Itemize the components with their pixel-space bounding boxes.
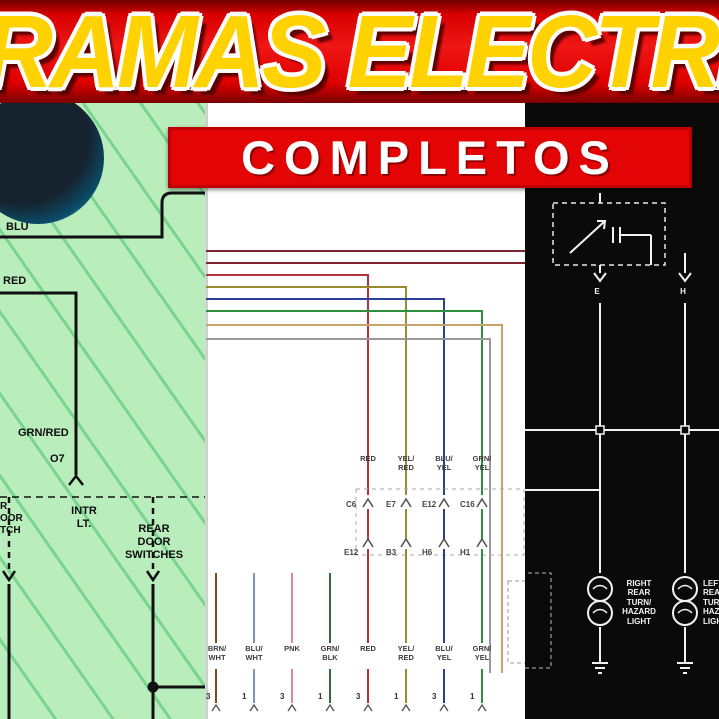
middle-diagram-panel: C6 E7 E12 C16 E12 B3 H6 H1 3 1 3 1 3 1 3… xyxy=(205,103,525,719)
pin-label-h: H xyxy=(680,287,686,296)
svg-text:1: 1 xyxy=(318,692,323,701)
left-edge-cut-box xyxy=(525,572,552,669)
right-diagram-panel: E H RIGHT REAR TURN/ HAZARD LIGHT LEFT R… xyxy=(525,103,719,719)
junction-dot xyxy=(147,681,159,693)
svg-text:E12: E12 xyxy=(344,548,359,557)
wire-label-grn-yel-top: GRN/ YEL xyxy=(472,454,492,472)
svg-text:C6: C6 xyxy=(346,500,357,509)
svg-text:1: 1 xyxy=(470,692,475,701)
wire-label-grn-blk: GRN/ BLK xyxy=(320,644,340,662)
svg-text:1: 1 xyxy=(394,692,399,701)
wire-label-yel-red-bot: YEL/ RED xyxy=(397,644,415,662)
wire-label-blu-yel-bot: BLU/ YEL xyxy=(435,644,453,662)
bulb-right-rear xyxy=(587,576,613,626)
svg-text:1: 1 xyxy=(242,692,247,701)
svg-text:C16: C16 xyxy=(460,500,475,509)
label-left-cutoff: R OOR TCH xyxy=(0,501,23,536)
svg-text:3: 3 xyxy=(206,692,211,701)
middle-diagram-svg: C6 E7 E12 C16 E12 B3 H6 H1 3 1 3 1 3 1 3… xyxy=(206,103,525,719)
top-banner: GRAMAS ELECTRIC xyxy=(0,0,719,103)
connector-dashed-box xyxy=(355,488,525,556)
label-right-rear-turn-hazard-light: RIGHT REAR TURN/ HAZARD LIGHT xyxy=(622,579,656,626)
left-wiring-lines xyxy=(0,191,205,719)
relay-dashed-box xyxy=(552,202,666,266)
left-diagram-svg xyxy=(0,191,205,719)
pin-label-e: E xyxy=(594,287,600,296)
connector-drop-wires xyxy=(367,509,483,603)
wire-label-pnk: PNK xyxy=(284,644,300,653)
middle-wire-bundle xyxy=(206,250,525,673)
connector-id-labels: C6 E7 E12 C16 E12 B3 H6 H1 xyxy=(344,500,475,557)
svg-text:3: 3 xyxy=(356,692,361,701)
svg-text:E7: E7 xyxy=(386,500,396,509)
wire-label-blu: BLU xyxy=(6,221,29,233)
wire-label-grn-yel-bot: GRN/ YEL xyxy=(472,644,492,662)
svg-text:H6: H6 xyxy=(422,548,433,557)
wire-label-grn-red: GRN/RED xyxy=(18,427,69,439)
svg-text:3: 3 xyxy=(432,692,437,701)
svg-text:E12: E12 xyxy=(422,500,437,509)
wire-label-red-top: RED xyxy=(360,454,376,463)
relay-symbol xyxy=(569,193,652,265)
completos-banner: COMPLETOS xyxy=(168,127,692,188)
pin-number-labels: 3 1 3 1 3 1 3 1 xyxy=(206,692,475,701)
completos-text: COMPLETOS xyxy=(241,131,619,184)
wire-label-blu-yel-top: BLU/ YEL xyxy=(435,454,453,472)
wire-label-blu-wht: BLU/ WHT xyxy=(245,644,263,662)
banner-title: GRAMAS ELECTRIC xyxy=(0,0,719,103)
wire-label-red: RED xyxy=(3,275,27,287)
dark-circle-decoration xyxy=(0,92,104,224)
bottom-wire-stubs xyxy=(215,573,483,703)
svg-text:3: 3 xyxy=(280,692,285,701)
right-diagram-svg xyxy=(525,193,719,674)
connector-chevrons xyxy=(362,497,488,548)
label-intr-lt: INTR LT. xyxy=(71,505,97,530)
label-left-rear-turn-hazard-light: LEFT REAR TURN/ HAZARD LIGHT xyxy=(703,579,719,626)
bottom-chevrons xyxy=(211,703,487,712)
edge-connector-box xyxy=(507,580,525,664)
bulb-left-rear xyxy=(672,576,698,626)
junction-connectors xyxy=(595,425,690,435)
wire-label-yel-red-top: YEL/ RED xyxy=(397,454,415,472)
svg-text:H1: H1 xyxy=(460,548,471,557)
connector-label-o7: O7 xyxy=(50,453,65,465)
label-rear-door-switches: REAR DOOR SWITCHES xyxy=(124,523,184,561)
wire-label-red-bot: RED xyxy=(360,644,376,653)
wire-label-brn-wht: BRN/ WHT xyxy=(207,644,227,662)
svg-text:B3: B3 xyxy=(386,548,397,557)
